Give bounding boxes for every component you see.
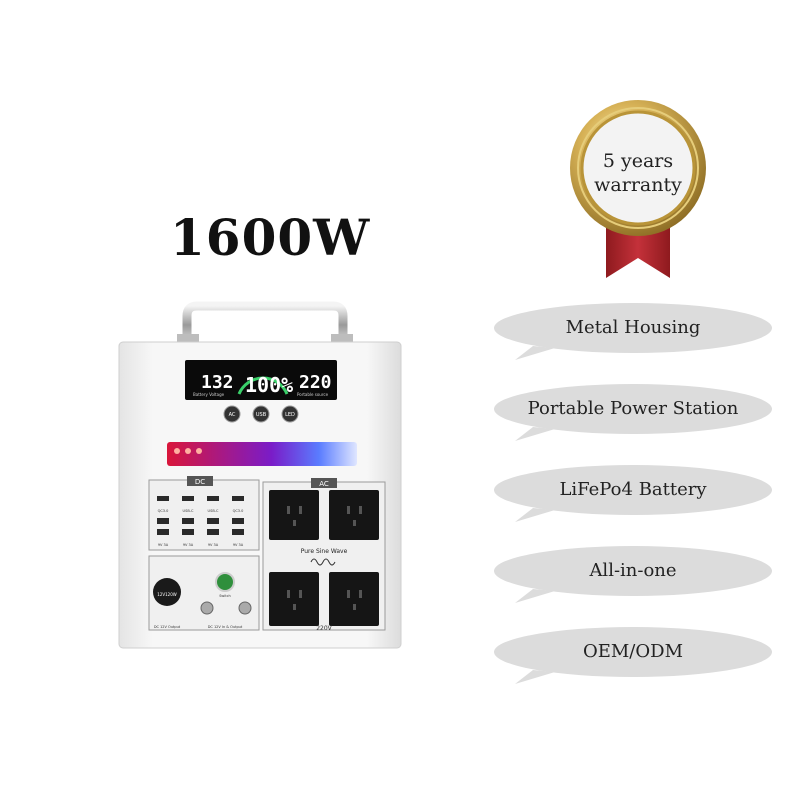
feature-label: OEM/ODM: [582, 641, 683, 662]
feature-label: Portable Power Station: [527, 398, 739, 419]
usb-label-2: USB-C: [183, 509, 194, 513]
ac-button[interactable]: [223, 405, 241, 423]
led-button[interactable]: [281, 405, 299, 423]
car-socket: [153, 578, 181, 606]
lcd-right-value: 220: [299, 372, 332, 393]
lcd-left-value: 132: [201, 372, 234, 393]
switch-label: Switch: [219, 594, 231, 598]
ac-panel-label: AC: [319, 480, 329, 488]
ac-outlets: [269, 490, 379, 626]
power-switch[interactable]: [215, 572, 235, 592]
lcd-center-value: 100%: [245, 373, 293, 397]
feature-bubble-metal-housing: Metal Housing: [493, 302, 773, 360]
lcd-right-caption: Portable source: [297, 392, 329, 397]
usb-bottom-label-4: 9V 3A: [233, 543, 244, 547]
feature-label: Metal Housing: [565, 317, 701, 338]
usb-button-label: USB: [256, 412, 267, 418]
warranty-medal-icon: [570, 100, 706, 278]
dc-panel-label: DC: [195, 478, 205, 486]
usb-label-1: QC3.0: [158, 509, 169, 513]
warranty-line-1: 5 years: [602, 150, 674, 172]
feature-bubble-all-in-one: All-in-one: [493, 545, 773, 603]
warranty-badge: 5 years warranty: [568, 96, 708, 286]
dc-output-label: DC 12V Output: [154, 625, 181, 629]
usb-bottom-label-2: 9V 3A: [183, 543, 194, 547]
feature-bubble-oem-odm: OEM/ODM: [493, 626, 773, 684]
feature-bubble-portable-power-station: Portable Power Station: [493, 383, 773, 441]
ac-button-label: AC: [229, 412, 236, 418]
feature-label: All-in-one: [589, 560, 677, 581]
lcd-left-caption: Battery Voltage: [193, 392, 225, 397]
car-socket-label: 12V120W: [157, 592, 176, 597]
usb-bottom-label-1: 9V 3A: [158, 543, 169, 547]
warranty-line-2: warranty: [594, 174, 682, 196]
power-rating-title: 1600W: [170, 208, 371, 267]
led-light-strip: [167, 442, 357, 466]
usb-bottom-label-3: 9V 3A: [208, 543, 219, 547]
led-button-label: LED: [285, 412, 295, 418]
usb-label-4: QC3.0: [233, 509, 244, 513]
feature-label: LiFePo4 Battery: [559, 479, 707, 500]
usb-button[interactable]: [252, 405, 270, 423]
feature-bubble-lifepo4-battery: LiFePo4 Battery: [493, 464, 773, 522]
power-station-illustration: 132 Battery Voltage 100% 220 Portable so…: [118, 301, 402, 649]
power-station-product-image: 132 Battery Voltage 100% 220 Portable so…: [115, 300, 405, 650]
voltage-label: 220V: [316, 625, 332, 632]
dc-in-out-label: DC 12V In & Output: [208, 625, 243, 629]
usb-label-3: USB-C: [208, 509, 219, 513]
pure-sine-wave-label: Pure Sine Wave: [301, 548, 348, 555]
